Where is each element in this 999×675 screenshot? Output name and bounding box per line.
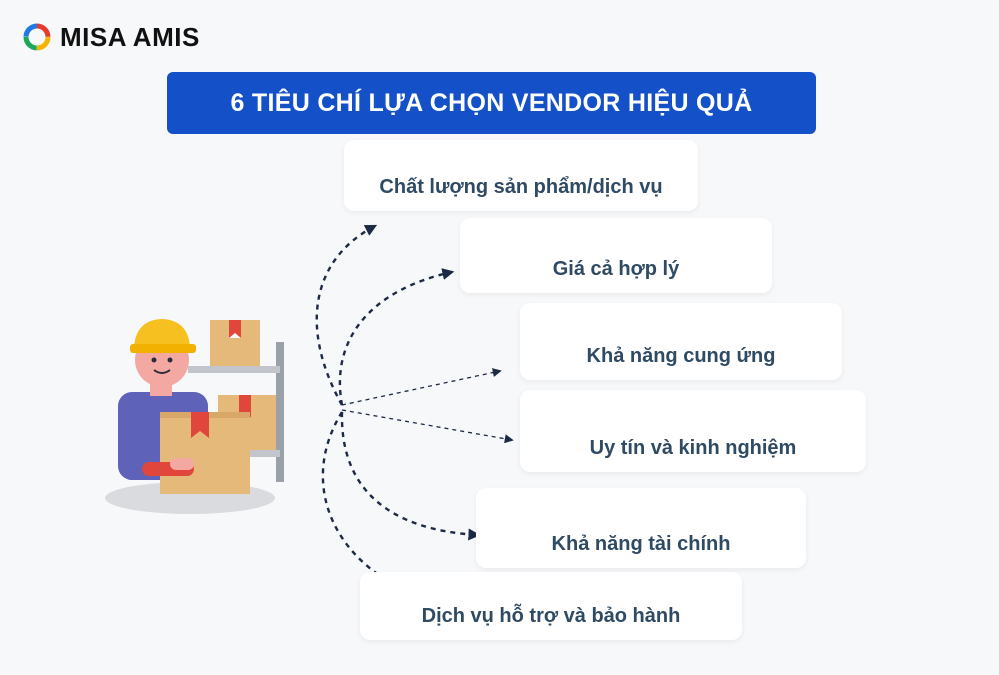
- criterion-card-3: Khả năng cung ứng: [520, 303, 842, 380]
- arrow-to-criterion-1: [315, 224, 378, 406]
- arrow-to-criterion-2: [338, 268, 455, 406]
- criterion-label: Khả năng cung ứng: [586, 345, 776, 367]
- misa-amis-logo: MISA AMIS: [22, 20, 200, 54]
- criterion-label: Dịch vụ hỗ trợ và bảo hành: [421, 605, 681, 627]
- logo-text: MISA AMIS: [60, 21, 200, 52]
- criterion-label: Giá cả hợp lý: [552, 258, 680, 280]
- logo-mark-icon: [23, 23, 51, 51]
- criterion-label: Khả năng tài chính: [551, 533, 731, 555]
- worker-carrying-boxes-icon: [105, 319, 284, 514]
- arrow-to-criterion-5: [340, 411, 481, 541]
- criterion-label: Chất lượng sản phẩm/dịch vụ: [379, 176, 663, 198]
- criterion-label: Uy tín và kinh nghiệm: [589, 437, 797, 459]
- arrow-to-criterion-6: [321, 411, 408, 592]
- criterion-card-6: Dịch vụ hỗ trợ và bảo hành: [360, 572, 742, 640]
- criterion-card-4: Uy tín và kinh nghiệm: [520, 390, 866, 472]
- page-title: 6 TIÊU CHÍ LỰA CHỌN VENDOR HIỆU QUẢ: [167, 72, 816, 134]
- criterion-card-5: Khả năng tài chính: [476, 488, 806, 568]
- arrow-to-criterion-4: [341, 409, 514, 444]
- arrow-to-criterion-3: [341, 368, 502, 406]
- criterion-card-1: Chất lượng sản phẩm/dịch vụ: [344, 140, 698, 211]
- criterion-card-2: Giá cả hợp lý: [460, 218, 772, 293]
